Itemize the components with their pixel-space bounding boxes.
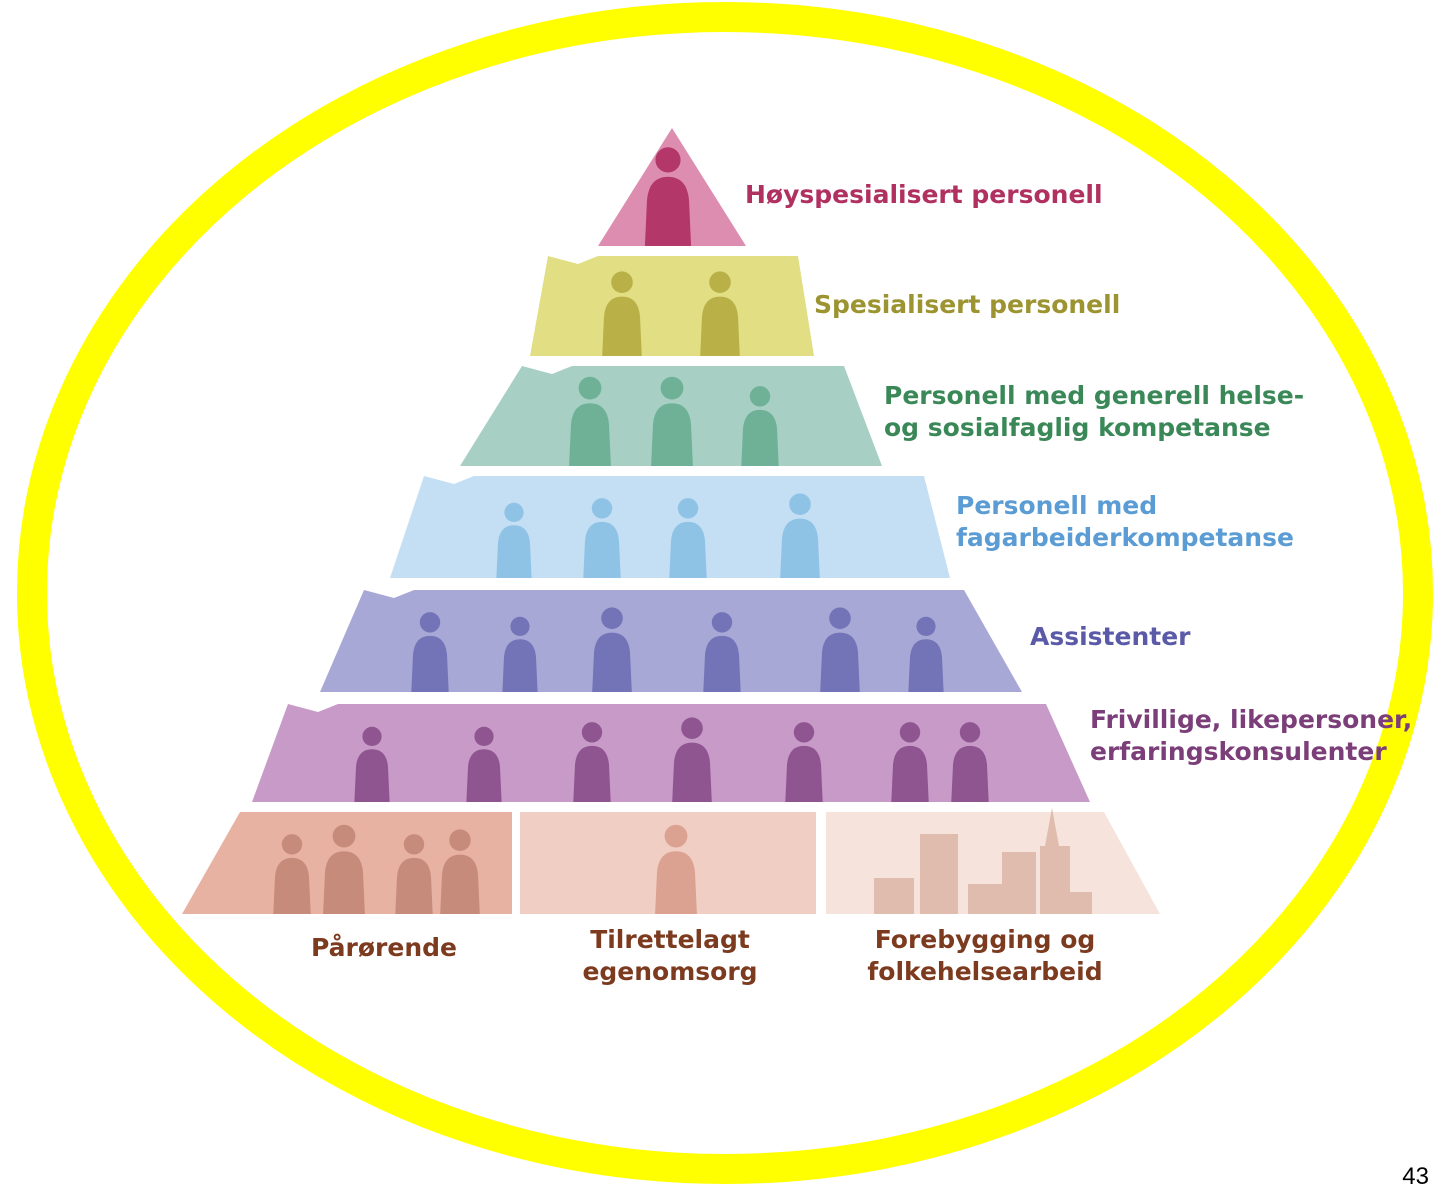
tier-3-label-line-1: Personell med generell helse- [884, 381, 1304, 410]
tier-4-label-line-1: Personell med [956, 491, 1157, 520]
tier-2-band: Spesialisert personell [530, 256, 1120, 356]
forebygging-label-line-2: folkehelsearbeid [867, 957, 1102, 986]
tier-5-person-3 [592, 607, 632, 692]
tier-1-band: Høyspesialisert personell [598, 128, 1103, 246]
page-number: 43 [1402, 1163, 1429, 1190]
tier-1-label-line-1: Høyspesialisert personell [745, 180, 1103, 209]
tier-6-person-3 [573, 722, 611, 802]
egenomsorg-label-line-2: egenomsorg [582, 957, 757, 986]
tier-4-person-1 [496, 502, 532, 578]
tier-2-shape [530, 256, 814, 356]
tier-6-label-line-1: Frivillige, likepersoner, [1090, 705, 1412, 734]
tier-3-person-3 [741, 386, 779, 466]
tier-6-person-4 [672, 717, 712, 802]
tier-5-person-5 [820, 607, 860, 692]
tier-3-person-1 [569, 376, 611, 466]
tier-4-band: Personell med fagarbeiderkompetanse [390, 476, 1294, 578]
city-buildings [874, 808, 1092, 914]
tier-5-person-1 [411, 612, 449, 692]
tier-3-person-2 [651, 376, 693, 466]
tier-6-person-7 [951, 722, 989, 802]
forebygging-segment: Forebygging og folkehelsearbeid [826, 808, 1160, 986]
tier-6-label-line-2: erfaringskonsulenter [1090, 737, 1387, 766]
tier-2-label-line-1: Spesialisert personell [814, 290, 1120, 319]
tier-3-label-line-2: og sosialfaglig kompetanse [884, 413, 1271, 442]
tier-2-person-2 [700, 271, 740, 356]
forebygging-label-line-1: Forebygging og [875, 925, 1096, 954]
egenomsorg-label-line-1: Tilrettelagt [590, 925, 750, 954]
tier-4-person-4 [780, 493, 820, 578]
parorende-person-2 [323, 824, 365, 914]
parorende-label-line-1: Pårørende [311, 933, 457, 962]
tier-6-person-2 [466, 726, 502, 802]
parorende-person-1 [273, 834, 311, 914]
tier-5-band: Assistenter [320, 590, 1191, 692]
tier-6-shape [252, 704, 1090, 802]
tier-5-person-6 [908, 616, 944, 692]
tier-5-person-4 [703, 612, 741, 692]
parorende-person-3 [395, 834, 433, 914]
tier-2-person-1 [602, 271, 642, 356]
tier-4-label-line-2: fagarbeiderkompetanse [956, 523, 1294, 552]
parorende-person-4 [440, 829, 480, 914]
tier-6-person-1 [354, 726, 390, 802]
tier-3-band: Personell med generell helse-og sosialfa… [460, 366, 1304, 466]
tier-4-person-3 [669, 498, 707, 578]
tier-6-person-5 [785, 722, 823, 802]
egenomsorg-person-1 [655, 824, 697, 914]
tier-5-label-line-1: Assistenter [1030, 622, 1191, 651]
parorende-segment: Pårørende [182, 812, 512, 962]
tier-6-band: Frivillige, likepersoner, erfaringskonsul… [252, 704, 1412, 802]
tier-6-person-6 [891, 722, 929, 802]
yellow-ring [17, 2, 1433, 1184]
tier-4-person-2 [583, 498, 621, 578]
tier-5-person-2 [502, 616, 538, 692]
egenomsorg-segment: Tilrettelagt egenomsorg [520, 812, 816, 986]
tier-1-person-1 [644, 147, 692, 246]
